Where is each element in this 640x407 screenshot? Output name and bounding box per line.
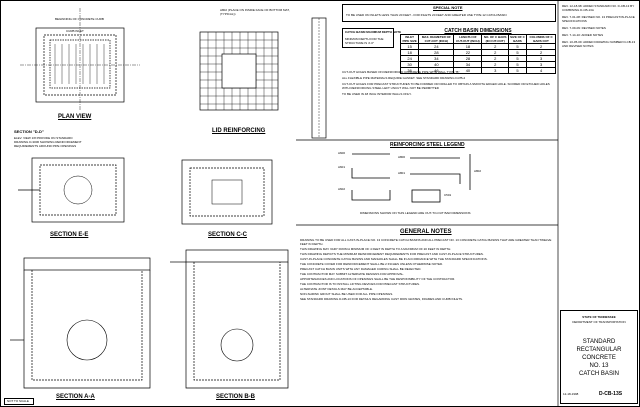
dim-header: LENGTH OF CUT-OUT (INCH) <box>453 34 483 44</box>
special-note-title: SPECIAL NOTE <box>433 5 463 10</box>
reinforcing-legend-title: REINFORCING STEEL LEGEND <box>390 142 465 148</box>
general-note: ALTERNATE JOINT DETAILS MAY BE ACCEPTABL… <box>300 287 373 291</box>
title-line: NO. 13 <box>589 363 609 369</box>
title-line: CONCRETE <box>582 355 616 361</box>
plan-view-title: PLAN VIEW <box>58 114 92 120</box>
bar-label: A802 <box>474 169 482 173</box>
bar-label: A801 <box>398 171 406 175</box>
max-depth-title: CATCH BASIN MAXIMUM DEPTH NOTE <box>345 30 402 34</box>
general-notes-title: GENERAL NOTES <box>400 229 452 235</box>
numbered-note-2: ALL FLEXIBLE PIPE MATERIALS REQUIRE GASK… <box>342 76 466 80</box>
general-note: THE CONCRETE COVER FOR REINFORCEMENT SHA… <box>300 262 443 266</box>
title-block: STATE OF TENNESSEE DEPARTMENT OF TRANSPO… <box>560 310 638 404</box>
revision-item: REV. 10-05-09: ADDED DRAWING NUMBER D-CB… <box>562 40 636 48</box>
plan-view-drawing <box>20 8 140 110</box>
revision-item: REV. 7-14-10: ADDED NOTES <box>562 33 604 37</box>
section-cc-drawing <box>181 159 273 225</box>
bar-label: A600 <box>338 151 346 155</box>
dimensions-title: CATCH BASIN DIMENSIONS <box>444 28 512 34</box>
dim-header: MAX. DIAMETER OF CUT-OUT (INCH) <box>418 34 455 44</box>
general-note: PRECAST CATCH BASIN UNITS WITH ANY DAMAG… <box>300 267 422 271</box>
catch-basin-dimensions: CATCH BASIN DIMENSIONS INLET PIPE SIZE M… <box>399 28 556 74</box>
section-ee-title: SECTION E-E <box>50 232 89 238</box>
lid-reinforcing-drawing <box>199 31 279 111</box>
general-note: SEE STANDARD DRAWING D-DB-13 FOR DETAILS… <box>300 297 463 301</box>
section-ee-drawing <box>18 157 125 223</box>
dim-header: INLET PIPE SIZE <box>399 34 420 44</box>
numbered-note-4: TO BE USED IN 48 INCH INTERIOR WALLS ONL… <box>342 92 412 96</box>
bar-label: A601 <box>338 165 346 169</box>
title-dept: DEPARTMENT OF TRANSPORTATION <box>572 320 626 324</box>
plan-curb-label: BEGINNING OF CONCRETE CURB <box>55 17 104 21</box>
bar-label: A602 <box>338 187 346 191</box>
special-note-text: TO BE USED ON INLETS LESS THAN 20 FEET -… <box>346 13 507 17</box>
general-note: THE CONTRACTOR IS TO INSTALL LIFTING DEV… <box>300 282 420 286</box>
bar-label: A800 <box>398 155 406 159</box>
scale-box: NOT TO SCALE <box>4 398 34 405</box>
general-notes-list: DRAWING TO BE USED FOR ALL CAST-IN-PLACE… <box>300 238 556 302</box>
plan-inlet-label: CURB INLET <box>66 29 84 33</box>
table-cell: 4 <box>526 67 556 74</box>
title-line: RECTANGULAR <box>576 347 622 353</box>
section-aa-title: SECTION A-A <box>56 394 95 400</box>
dimensions-table: INLET PIPE SIZE MAX. DIAMETER OF CUT-OUT… <box>399 34 556 74</box>
title-state: STATE OF TENNESSEE <box>582 315 616 319</box>
general-note: THE CONTRACTOR MAY SUBMIT ALTERNATE DESI… <box>300 272 404 276</box>
dim-header: SIZE OF C BARS <box>507 34 528 44</box>
special-note-box: SPECIAL NOTE TO BE USED ON INLETS LESS T… <box>342 4 556 22</box>
title-date: 12-18-1998 <box>563 392 579 396</box>
table-cell: 3 <box>481 67 509 74</box>
title-line: CATCH BASIN <box>579 371 619 377</box>
scale-label: NOT TO SCALE <box>7 399 29 403</box>
table-cell: 36 <box>399 67 420 74</box>
table-cell: 5 <box>507 67 528 74</box>
bar-label: C501 <box>444 193 452 197</box>
section-dd-drawing <box>311 17 327 139</box>
title-line: STANDARD <box>582 339 616 345</box>
dim-header: NO. OF C BARS (IN CUT-OUT) <box>481 34 509 44</box>
drawing-number: D-CB-13S <box>599 391 623 397</box>
section-cc-title: SECTION C-C <box>208 232 247 238</box>
revision-item: REV. 7-09-09: REVISED NOTES <box>562 26 606 30</box>
general-note: THIS DRAWING DEPICTS THE MINIMUM REINFOR… <box>300 252 484 256</box>
numbered-notes: CUT-OUT HOLES BASED ON REINFORCED CONCRE… <box>342 70 556 98</box>
revision-item: REV. 12-18-98: ADDED STANDARD NO. D-CB-1… <box>562 4 635 12</box>
section-aa-drawing <box>10 257 151 389</box>
revision-list: REV. 12-18-98: ADDED STANDARD NO. D-CB-1… <box>562 4 636 51</box>
max-depth-text: MINIMUM DEPTH FOR THE STRUCTURE IS 4'-0" <box>345 37 384 45</box>
numbered-note-1: CUT-OUT HOLES BASED ON REINFORCED CONCRE… <box>342 70 460 74</box>
dim-header: COLUMNS OF C BARS OUT <box>526 34 556 44</box>
max-depth-note-box: CATCH BASIN MAXIMUM DEPTH NOTE MINIMUM D… <box>342 28 401 48</box>
lid-reinforcing-title: LID REINFORCING <box>212 128 266 134</box>
general-note: APPURTENANCES AND LOCATIONS OF OPENINGS … <box>300 277 456 281</box>
general-note: THIS DRAWING MAY VARY FROM A MINIMUM OF … <box>300 247 452 251</box>
rebar-legend-shapes <box>351 153 471 203</box>
lid-reinforcing-note: A802 (PLACE ON INSIDE FACE OF BOTTOM MAT… <box>220 8 290 16</box>
general-note: DRAWING TO BE USED FOR ALL CAST-IN-PLACE… <box>300 238 552 246</box>
section-bb-title: SECTION B-B <box>216 394 255 400</box>
general-note: CAST-IN-PLACE CONCRETE CATCH BASINS AND … <box>300 257 488 261</box>
numbered-note-3: CUT-OUT HOLES FOR PRECAST STRUCTURES TO … <box>342 82 550 90</box>
plan-elev-note: ELEV. VIEW 1/8 PROVIDE ON STANDARD DRAWI… <box>14 136 82 148</box>
section-bb-drawing <box>170 249 289 389</box>
general-note: NON-SHRINK GROUT SHALL BE USED FOR ALL P… <box>300 292 394 296</box>
section-dd-ref: SECTION "D-D" <box>14 129 44 134</box>
revision-item: REV. 7-01-08: REVISED NO. 13 PRECAST/IN-… <box>562 15 635 23</box>
legend-note: DIMENSIONS SHOWN ON THIS LEGEND ARE OUT-… <box>360 211 471 215</box>
